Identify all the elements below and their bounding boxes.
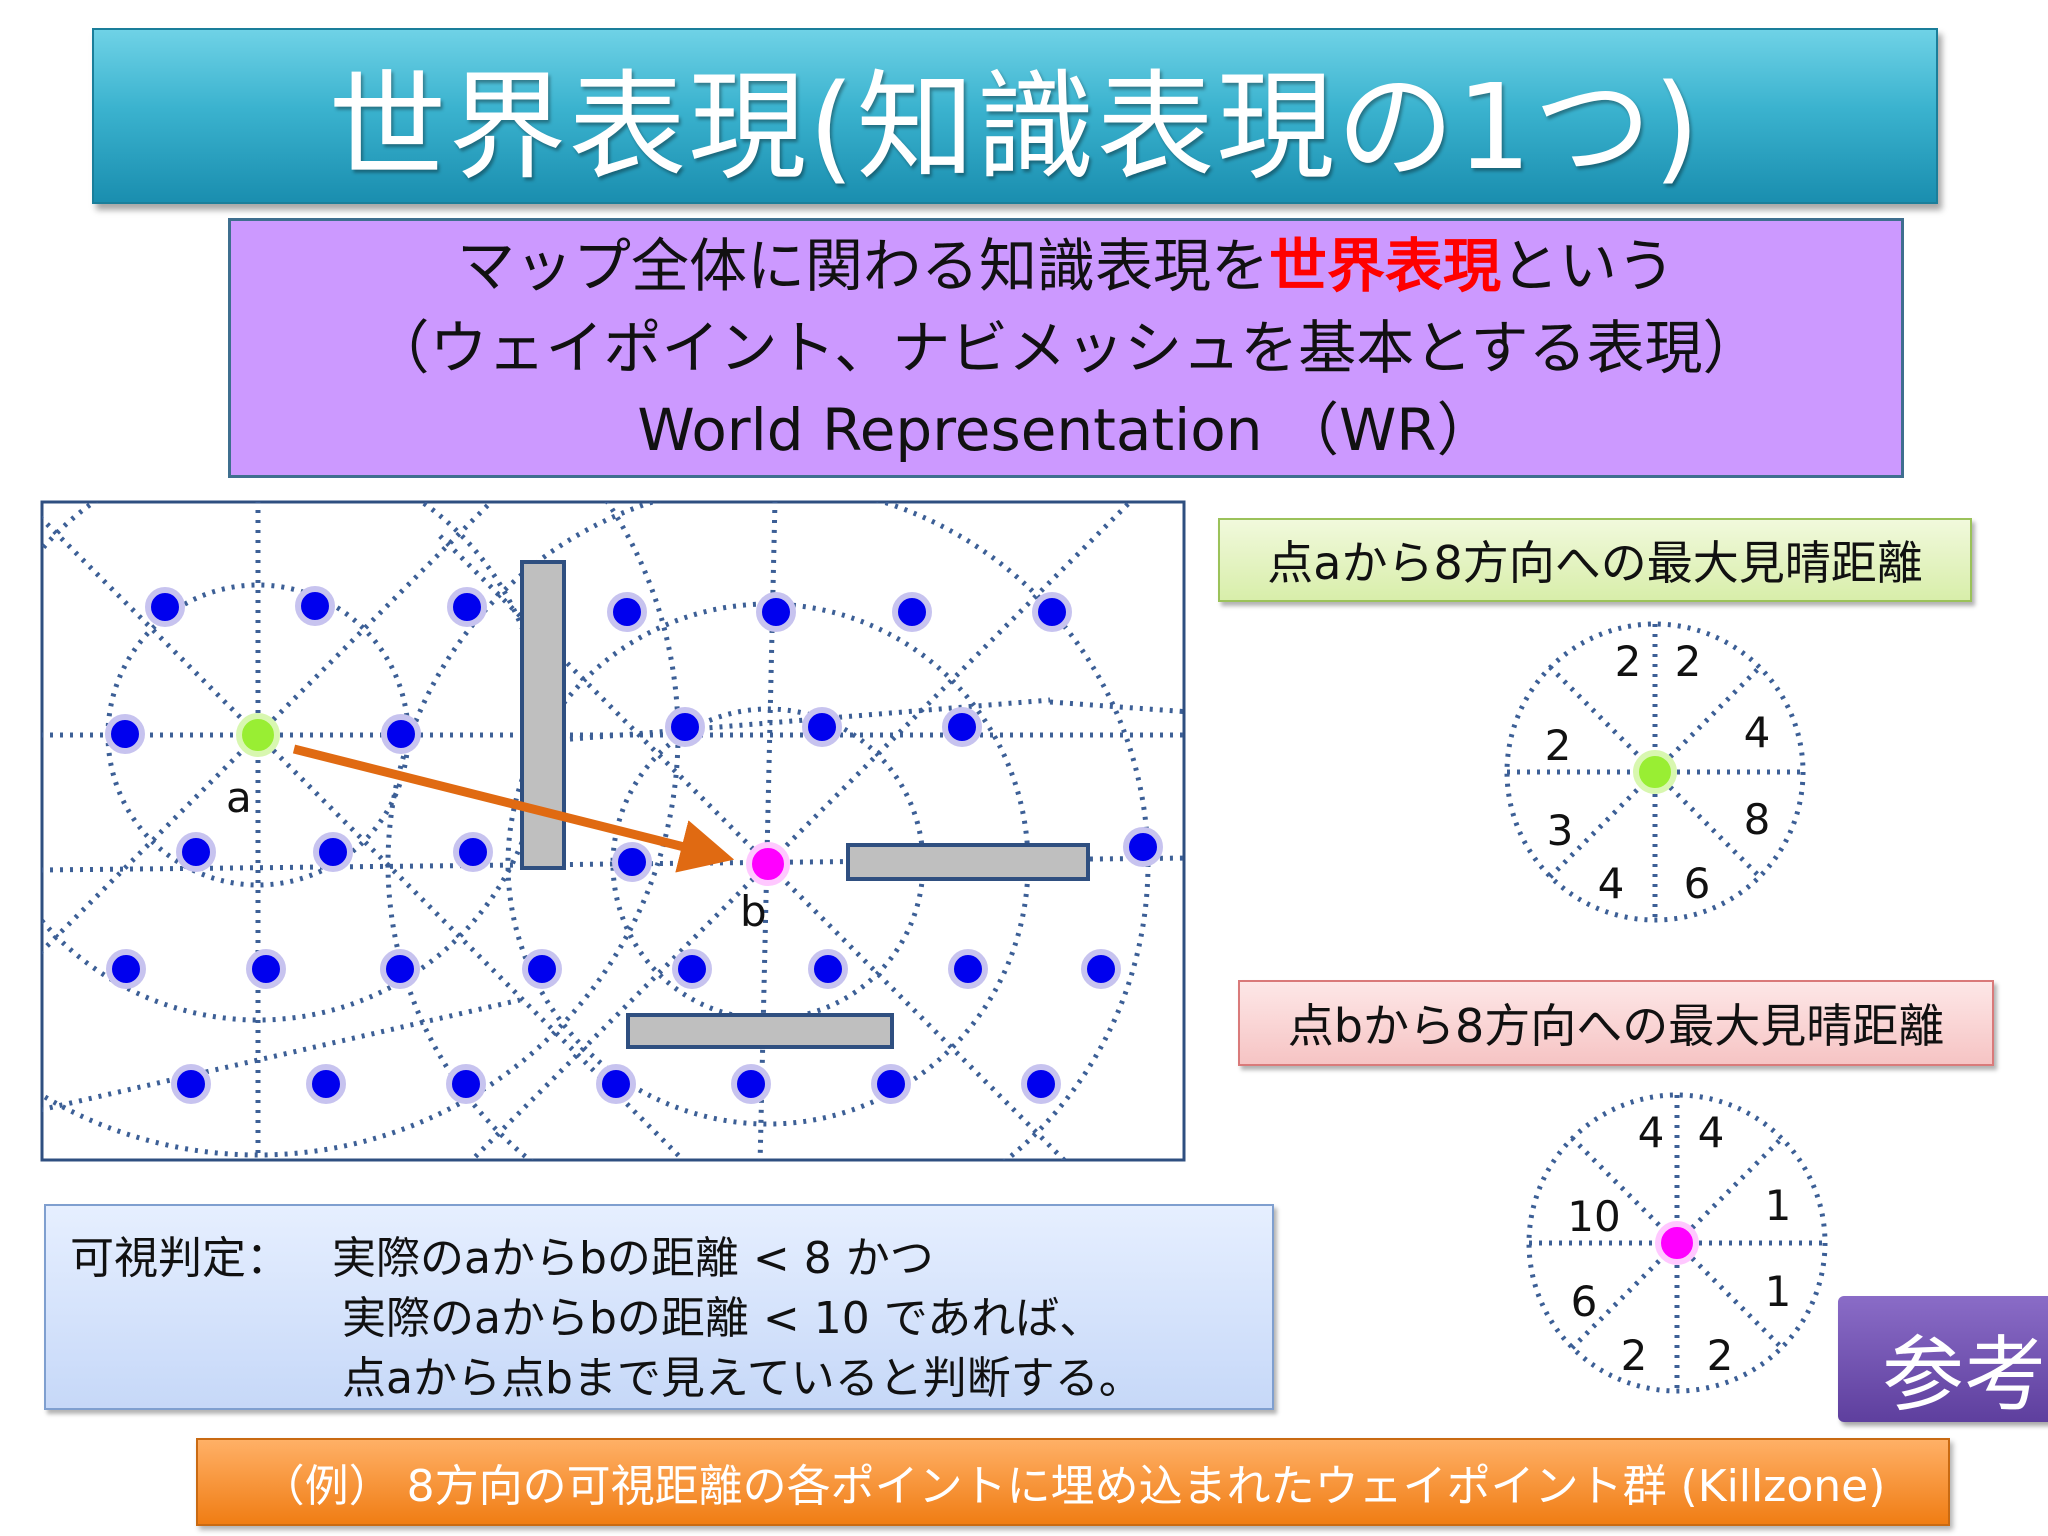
waypoint-dot — [596, 1064, 636, 1104]
dial-b-center — [1655, 1221, 1699, 1265]
waypoint-dot — [171, 1064, 211, 1104]
dial-a-center — [1633, 750, 1677, 794]
waypoint-dot — [1021, 1064, 1061, 1104]
waypoint-dot — [295, 586, 335, 626]
point-a-label: a — [226, 773, 252, 822]
waypoint-dot — [731, 1064, 771, 1104]
waypoint-dot — [446, 1064, 486, 1104]
waypoint-dot — [948, 949, 988, 989]
point-a — [236, 713, 280, 757]
dial-b-value: 4 — [1638, 1108, 1665, 1157]
waypoint-dot — [106, 949, 146, 989]
dial-b-value: 6 — [1571, 1277, 1598, 1326]
waypoint-map: a b — [40, 500, 1186, 1162]
slide-title: 世界表現(知識表現の1つ) — [328, 57, 1702, 196]
dial-b-value: 1 — [1765, 1181, 1792, 1230]
waypoint-dot — [1032, 592, 1072, 632]
obstacle-wall — [846, 843, 1090, 881]
waypoint-dot — [380, 949, 420, 989]
waypoint-dot — [808, 949, 848, 989]
waypoint-dot — [522, 949, 562, 989]
dial-a-value: 2 — [1615, 637, 1642, 686]
legend-point-b: 点bから8方向への最大見晴距離 — [1238, 980, 1994, 1066]
visibility-dial-a: 2 2 4 8 6 4 3 2 — [1504, 621, 1806, 923]
dial-a-value: 6 — [1684, 859, 1711, 908]
reference-tab-label: 参考 — [1882, 1328, 2047, 1422]
judgement-line-3: 点aから点bまで見えていると判断する。 — [342, 1353, 1143, 1404]
obstacles — [520, 560, 1090, 1049]
reference-tab: 参考 — [1838, 1296, 2048, 1422]
definition-highlight: 世界表現 — [1268, 232, 1501, 300]
dial-a-value: 3 — [1547, 806, 1574, 855]
point-b — [746, 842, 790, 886]
waypoint-dot — [1081, 949, 1121, 989]
dial-a-value: 4 — [1598, 859, 1625, 908]
waypoint-dot — [1123, 827, 1163, 867]
dial-b-value: 1 — [1765, 1267, 1792, 1316]
dial-b-value: 2 — [1707, 1331, 1734, 1380]
definition-line-2: （ウェイポイント、ナビメッシュを基本とする表現） — [371, 314, 1761, 382]
judgement-label: 可視判定： — [70, 1233, 290, 1284]
visibility-judgement-box: 可視判定： 実際のaからbの距離 < 8 かつ 実際のaからbの距離 < 10 … — [44, 1204, 1274, 1410]
waypoint-dot — [105, 714, 145, 754]
waypoint-dot — [892, 592, 932, 632]
sightline-arrow — [292, 744, 735, 873]
legend-point-a: 点aから8方向への最大見晴距離 — [1218, 518, 1972, 602]
definition-suffix: という — [1501, 232, 1676, 300]
waypoint-dot — [246, 949, 286, 989]
obstacle-wall — [520, 560, 566, 870]
dial-a-value: 4 — [1744, 708, 1771, 757]
dial-b-value: 2 — [1621, 1331, 1648, 1380]
waypoint-dot — [306, 1064, 346, 1104]
dial-a-value: 2 — [1545, 721, 1572, 770]
waypoint-dot — [756, 592, 796, 632]
dial-b-value: 4 — [1698, 1108, 1725, 1157]
judgement-line-1: 実際のaからbの距離 < 8 かつ — [332, 1233, 934, 1284]
visibility-dial-b: 4 4 1 1 2 2 6 10 — [1526, 1092, 1828, 1394]
waypoint-dot — [612, 842, 652, 882]
waypoint-dot — [145, 587, 185, 627]
dial-a-value: 8 — [1744, 795, 1771, 844]
dial-b-value: 10 — [1567, 1192, 1620, 1241]
waypoint-dot — [313, 832, 353, 872]
definition-line-1: マップ全体に関わる知識表現を世界表現という — [457, 225, 1675, 307]
waypoint-dots — [105, 586, 1163, 1104]
waypoint-dot — [176, 832, 216, 872]
waypoint-dot — [447, 587, 487, 627]
title-bar: 世界表現(知識表現の1つ) — [92, 28, 1938, 204]
example-caption: （例） 8方向の可視距離の各ポイントに埋め込まれたウェイポイント群 (Killz… — [196, 1438, 1950, 1526]
dial-a-value: 2 — [1675, 637, 1702, 686]
waypoint-dot — [665, 707, 705, 747]
definition-prefix: マップ全体に関わる知識表現を — [456, 232, 1269, 300]
waypoint-dot — [672, 949, 712, 989]
waypoint-dot — [802, 707, 842, 747]
waypoint-dot — [381, 714, 421, 754]
waypoint-dot — [453, 832, 493, 872]
judgement-line-2: 実際のaからbの距離 < 10 であれば、 — [342, 1293, 1104, 1344]
point-b-label: b — [740, 887, 767, 936]
waypoint-dot — [607, 592, 647, 632]
waypoint-dot — [942, 707, 982, 747]
definition-box: マップ全体に関わる知識表現を世界表現という （ウェイポイント、ナビメッシュを基本… — [228, 218, 1904, 478]
definition-line-3: World Representation （WR） — [637, 396, 1495, 464]
obstacle-wall — [626, 1013, 894, 1049]
waypoint-dot — [871, 1064, 911, 1104]
